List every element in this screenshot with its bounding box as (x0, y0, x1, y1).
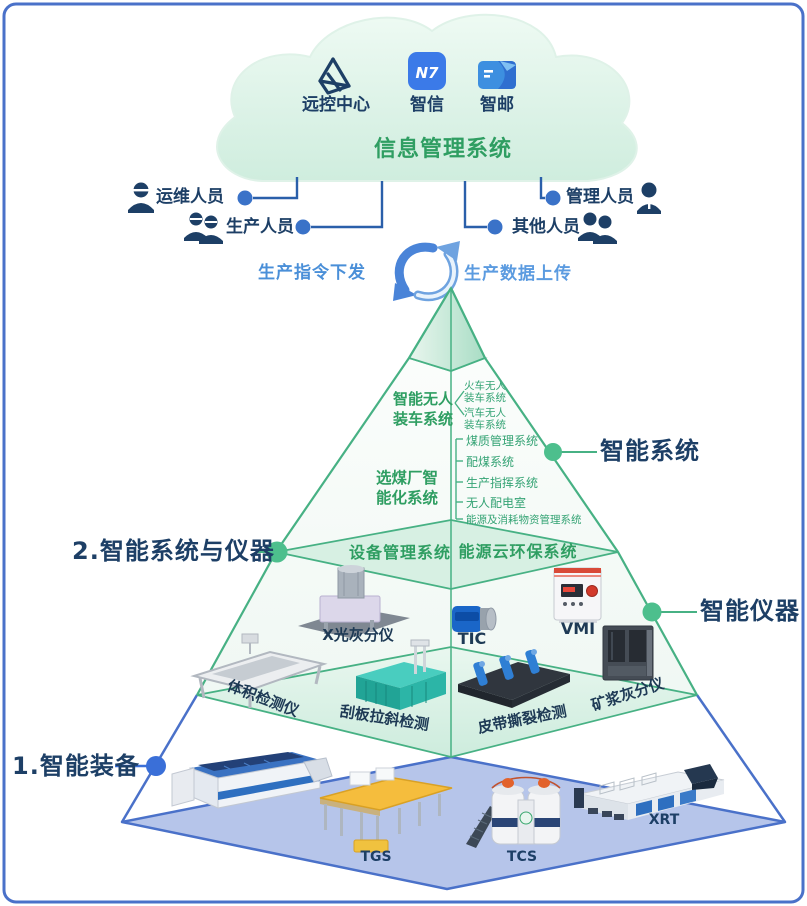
plant-system-title: 选煤厂智能化系统 (375, 469, 438, 508)
flow-data-up-label: 生产数据上传 (464, 264, 572, 284)
workers-group-icon (184, 212, 223, 244)
loading-system-title: 智能无人装车系统 (392, 390, 453, 428)
smart-system-dot (544, 443, 562, 461)
vmi-instrument-image (553, 567, 602, 623)
worker-helmet-icon (128, 182, 154, 213)
person-label-management: 管理人员 (566, 187, 634, 207)
smart-instrument-dot (642, 602, 662, 622)
flow-command-down-label: 生产指令下发 (258, 263, 366, 283)
equipment-label-tgs: TGS (360, 849, 392, 865)
person-label-others: 其他人员 (512, 217, 580, 237)
cloud-connector-lines (253, 177, 545, 229)
pyramid (196, 286, 698, 758)
list-bracket-lines (454, 390, 465, 520)
plant-item-unmanned-power: 无人配电室 (466, 496, 527, 510)
tgs-equipment-image (319, 767, 453, 853)
callout-connectors (115, 443, 697, 776)
zhixin-app-icon: N7 (408, 52, 446, 90)
sorter-machine-image (171, 752, 333, 809)
xrt-equipment-image (574, 764, 725, 820)
instrument-label-tic: TIC (457, 629, 487, 648)
sync-arrows-icon (393, 241, 460, 302)
band-energy-cloud: 能源云环保系统 (458, 542, 578, 561)
person-label-production: 生产人员 (226, 217, 294, 237)
plant-item-command: 生产指挥系统 (466, 476, 539, 490)
remote-control-center-icon (318, 57, 351, 95)
manager-icon (637, 182, 661, 214)
cloud-title: 信息管理系统 (373, 137, 512, 162)
people-group-icon (578, 212, 617, 244)
xray-ash-analyzer-image (298, 565, 410, 638)
callout-smart-equipment: 1.智能装备 (12, 752, 140, 780)
loading-item-train: 火车无人装车系统 (464, 380, 506, 405)
equipment-label-tcs: TCS (506, 849, 538, 865)
zhiyou-mail-icon (478, 61, 516, 89)
band-device-management: 设备管理系统 (348, 543, 451, 562)
volume-detector-image (190, 633, 328, 708)
belt-tear-detector-image (458, 649, 570, 708)
app-label-zhixin: 智信 (410, 95, 444, 115)
app-label-zhiyou: 智邮 (480, 95, 514, 115)
instrument-label-vmi: VMI (560, 619, 596, 638)
equipment-label-xrt: XRT (648, 812, 680, 828)
tcs-equipment-image (466, 776, 561, 848)
plant-item-coal-quality: 煤质管理系统 (466, 434, 539, 448)
cloud-shape (216, 13, 638, 182)
scraper-skew-detector-image (356, 639, 446, 710)
system-instrument-dot (266, 541, 288, 563)
slurry-ash-analyzer-image (602, 625, 654, 681)
plant-item-energy: 能源及消耗物资管理系统 (466, 514, 582, 526)
app-label-remote-center: 远控中心 (302, 95, 370, 115)
instrument-label-xray: X光灰分仪 (322, 626, 394, 644)
plant-item-blending: 配煤系统 (466, 455, 515, 469)
tic-instrument-image (452, 606, 497, 632)
svg-text:N7: N7 (416, 64, 440, 82)
callout-system-and-instrument: 2.智能系统与仪器 (72, 537, 275, 565)
loading-item-truck: 汽车无人装车系统 (464, 407, 506, 432)
callout-smart-instrument: 智能仪器 (700, 597, 800, 625)
people-connector-dots (237, 190, 561, 235)
person-label-ops: 运维人员 (156, 187, 224, 207)
callout-smart-system: 智能系统 (600, 437, 700, 465)
smart-equipment-dot (146, 756, 166, 776)
